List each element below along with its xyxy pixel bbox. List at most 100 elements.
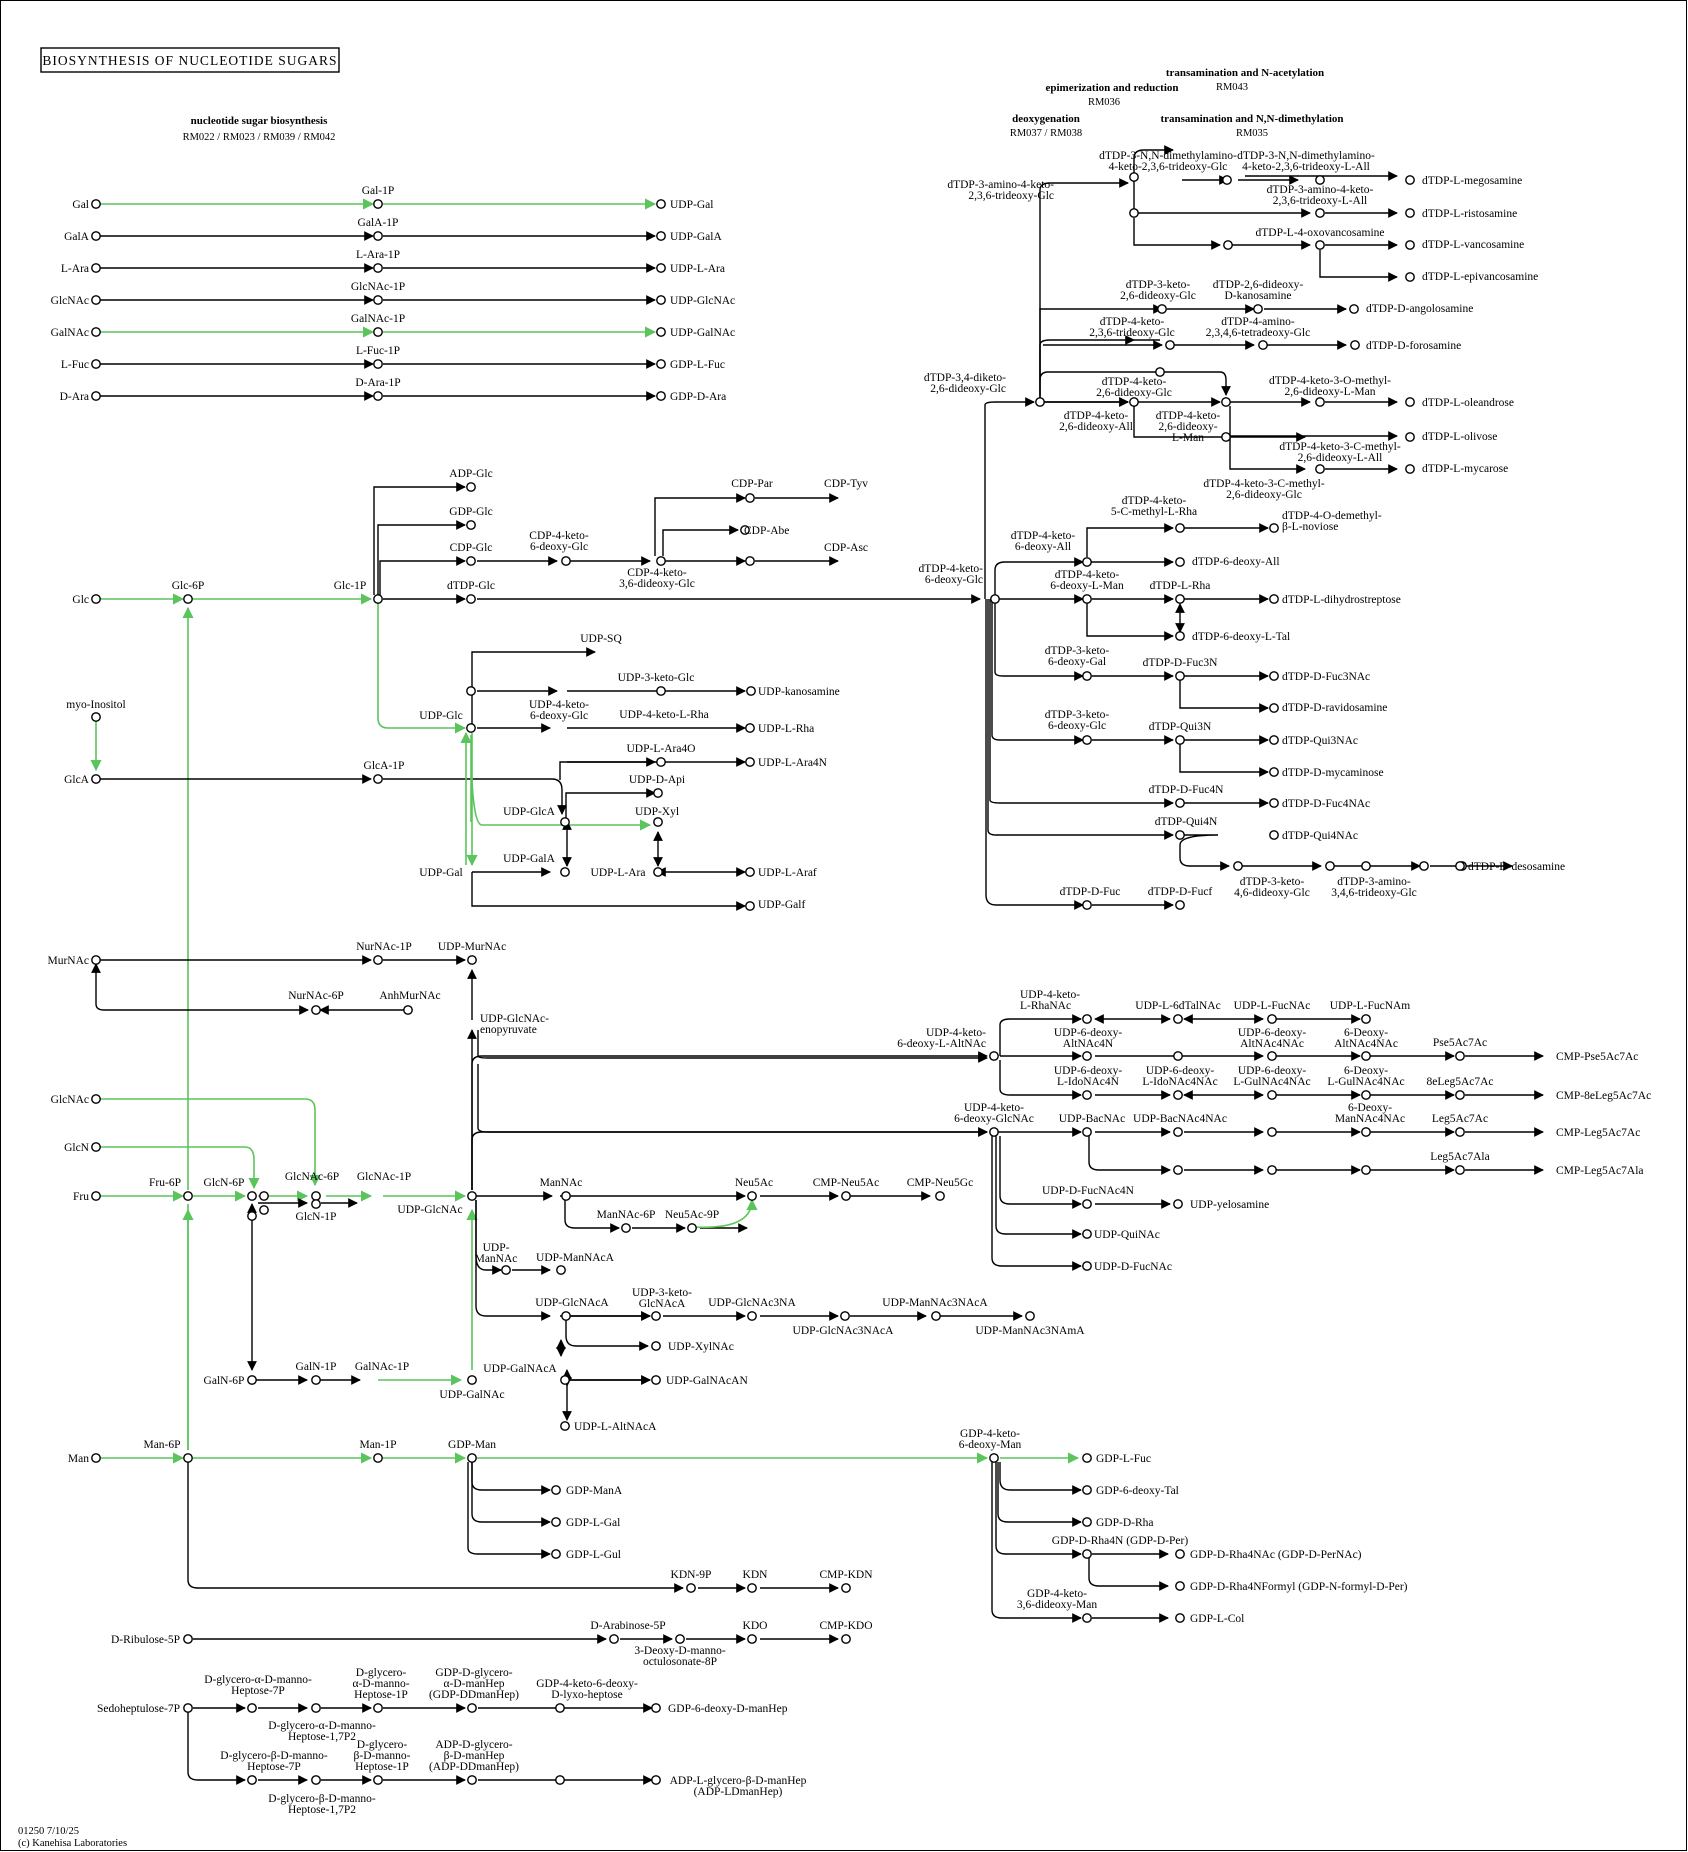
compound-node[interactable] [1175, 1581, 1185, 1591]
compound-node[interactable] [1315, 208, 1325, 218]
compound-node[interactable] [1082, 1014, 1092, 1024]
compound-node[interactable] [91, 712, 101, 722]
compound-node[interactable] [1267, 1051, 1277, 1061]
compound-node[interactable] [656, 391, 666, 401]
compound-node[interactable] [561, 556, 571, 566]
compound-node[interactable] [561, 1311, 571, 1321]
compound-node[interactable] [466, 686, 476, 696]
compound-node[interactable] [183, 594, 193, 604]
compound-node[interactable] [1175, 1549, 1185, 1559]
compound-node[interactable] [1315, 175, 1325, 185]
compound-node[interactable] [467, 1375, 477, 1385]
compound-node[interactable] [656, 199, 666, 209]
compound-node[interactable] [1175, 798, 1185, 808]
compound-node[interactable] [1325, 861, 1335, 871]
compound-node[interactable] [1405, 397, 1415, 407]
compound-node[interactable] [183, 1634, 193, 1644]
compound-node[interactable] [1082, 1453, 1092, 1463]
compound-node[interactable] [1405, 208, 1415, 218]
compound-node[interactable] [651, 1341, 661, 1351]
compound-node[interactable] [467, 1703, 477, 1713]
compound-node[interactable] [1175, 830, 1185, 840]
compound-node[interactable] [1173, 1165, 1183, 1175]
compound-node[interactable] [931, 1311, 941, 1321]
compound-node[interactable] [1405, 432, 1415, 442]
compound-node[interactable] [1175, 1613, 1185, 1623]
compound-node[interactable] [651, 1375, 661, 1385]
compound-node[interactable] [1267, 1014, 1277, 1024]
compound-node[interactable] [1175, 523, 1185, 533]
compound-node[interactable] [609, 1634, 619, 1644]
compound-node[interactable] [656, 263, 666, 273]
compound-node[interactable] [1419, 861, 1429, 871]
compound-node[interactable] [841, 1191, 851, 1201]
compound-node[interactable] [560, 1375, 570, 1385]
compound-node[interactable] [466, 482, 476, 492]
compound-node[interactable] [551, 1485, 561, 1495]
compound-node[interactable] [653, 867, 663, 877]
compound-node[interactable] [551, 1517, 561, 1527]
compound-node[interactable] [1082, 1199, 1092, 1209]
compound-node[interactable] [740, 525, 750, 535]
compound-node[interactable] [183, 1191, 193, 1201]
compound-node[interactable] [1175, 631, 1185, 641]
compound-node[interactable] [1405, 175, 1415, 185]
compound-node[interactable] [1269, 671, 1279, 681]
compound-node[interactable] [373, 231, 383, 241]
compound-node[interactable] [551, 1549, 561, 1559]
compound-node[interactable] [466, 520, 476, 530]
compound-node[interactable] [560, 867, 570, 877]
compound-node[interactable] [1082, 594, 1092, 604]
compound-node[interactable] [1035, 397, 1045, 407]
compound-node[interactable] [1175, 671, 1185, 681]
compound-node[interactable] [840, 1311, 850, 1321]
compound-node[interactable] [656, 757, 666, 767]
compound-node[interactable] [555, 1775, 565, 1785]
compound-node[interactable] [989, 1453, 999, 1463]
compound-node[interactable] [989, 1051, 999, 1061]
compound-node[interactable] [1025, 1311, 1035, 1321]
compound-node[interactable] [311, 1191, 321, 1201]
compound-node[interactable] [1405, 464, 1415, 474]
compound-node[interactable] [1222, 175, 1232, 185]
compound-node[interactable] [467, 1453, 477, 1463]
compound-node[interactable] [91, 199, 101, 209]
compound-node[interactable] [560, 1421, 570, 1431]
compound-node[interactable] [1267, 1127, 1277, 1137]
compound-node[interactable] [373, 1453, 383, 1463]
compound-node[interactable] [1165, 340, 1175, 350]
compound-node[interactable] [656, 327, 666, 337]
compound-node[interactable] [745, 867, 755, 877]
compound-node[interactable] [1082, 1485, 1092, 1495]
compound-node[interactable] [247, 1191, 257, 1201]
compound-node[interactable] [651, 1775, 661, 1785]
compound-node[interactable] [1258, 340, 1268, 350]
compound-node[interactable] [1350, 340, 1360, 350]
compound-node[interactable] [841, 1583, 851, 1593]
compound-node[interactable] [747, 1583, 757, 1593]
compound-node[interactable] [1267, 1090, 1277, 1100]
compound-node[interactable] [1082, 1127, 1092, 1137]
compound-node[interactable] [373, 594, 383, 604]
compound-node[interactable] [373, 359, 383, 369]
compound-node[interactable] [747, 1311, 757, 1321]
compound-node[interactable] [651, 1703, 661, 1713]
compound-node[interactable] [183, 1453, 193, 1463]
compound-node[interactable] [656, 295, 666, 305]
compound-node[interactable] [675, 1634, 685, 1644]
compound-node[interactable] [466, 723, 476, 733]
compound-node[interactable] [91, 1142, 101, 1152]
compound-node[interactable] [745, 556, 755, 566]
compound-node[interactable] [1269, 798, 1279, 808]
compound-node[interactable] [1082, 1517, 1092, 1527]
compound-node[interactable] [1175, 557, 1185, 567]
compound-node[interactable] [1173, 1127, 1183, 1137]
compound-node[interactable] [466, 556, 476, 566]
compound-node[interactable] [1175, 594, 1185, 604]
compound-node[interactable] [1405, 272, 1415, 282]
compound-node[interactable] [686, 1583, 696, 1593]
compound-node[interactable] [1173, 1199, 1183, 1209]
compound-node[interactable] [1082, 557, 1092, 567]
compound-node[interactable] [467, 1191, 477, 1201]
compound-node[interactable] [841, 1634, 851, 1644]
